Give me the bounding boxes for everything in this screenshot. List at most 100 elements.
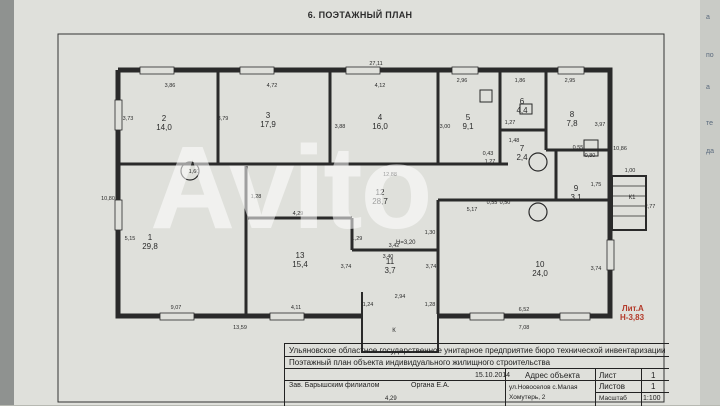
side-text-3: а [706,84,710,91]
side-text-5: да [706,148,714,155]
dimension-label: 1,00 [625,168,636,174]
porch-outline [361,175,647,353]
dimension-label: 1,27 [505,120,516,126]
dimension-label: 3,88 [335,124,346,130]
side-text-2: по [706,52,714,59]
dimension-label: 1,24 [363,302,374,308]
room-area: 17,9 [260,120,276,129]
dimension-label: 1,48 [509,138,520,144]
room-area: 29,8 [142,242,158,251]
room-area: 3,1 [570,193,582,202]
tb-person: Органа Е.А. [411,382,450,389]
room-number: 11 [386,257,395,266]
room-number: 10 [536,260,545,269]
dimension-label: 3,42 [389,243,400,249]
room-area: 3,7 [384,266,396,275]
room-number: 7 [520,144,525,153]
room-number: 9 [574,184,579,193]
side-text-4: те [706,120,714,127]
dimension-label: 0,80 [585,153,596,159]
dimension-label: 1,30 [425,230,436,236]
tb-vline [595,368,596,406]
tb-vline [641,368,642,406]
tb-address-header: Адрес объекта [525,371,580,380]
avito-watermark: Avito [150,122,433,254]
porch-label: К [392,328,396,334]
dimension-label: 9,07 [171,305,182,311]
dimension-label: 0,43 [483,151,494,157]
tb-line [285,368,669,369]
room-area: 28,7 [372,197,388,206]
room-number: 3 [266,111,271,120]
room-number: 2 [162,114,167,123]
dimension-label: 1,60 [189,169,200,175]
inner-walls [120,72,608,314]
dimension-label: 1,27 [485,159,496,165]
tb-line [285,380,669,381]
dimension-label: 10,80 [101,196,115,202]
room-number: 1 [148,233,153,242]
windows [114,66,615,321]
dimension-label: 4,72 [267,83,278,89]
room-number: 5 [466,113,471,122]
dimension-label: 5,15 [125,236,136,242]
lit-stamp-line1: Лит.А [622,304,644,313]
lit-stamp-line2: H-3,83 [620,313,645,322]
overall-dimension: 27,11 [369,61,382,67]
dimension-label: 12,88 [383,172,397,178]
dimension-label: 3,40 [383,254,394,260]
tb-scale-label: Масштаб [599,395,627,402]
dimension-label: 3,79 [218,116,229,122]
dimension-label: 3,74 [591,266,602,272]
tb-address-line1: ул.Новоселов с.Малая [509,384,578,391]
tb-line [285,356,669,357]
dimension-label: 6,52 [519,307,530,313]
room-area: 4,4 [516,106,528,115]
tb-sheet-label: Лист [599,371,617,380]
title-block: Ульяновское областное государственное ун… [284,343,669,406]
tb-sheets-value: 1 [651,382,656,391]
room-area: 7,8 [566,119,578,128]
dimension-label: 0,55 [487,200,498,206]
tb-small-number: 4,29 [385,396,397,402]
height-mark: H=3,20 [396,240,416,246]
side-text-1: а [706,14,710,21]
room-number: 13 [296,251,305,260]
dimension-label: 3,73 [123,116,134,122]
dimension-label: 3,97 [595,122,606,128]
room-number: 12 [376,188,385,197]
dimension-label: 3,74 [426,264,437,270]
dimension-label: 3,74 [341,264,352,270]
dimension-label: 0,55 [573,145,584,151]
room-area: 9,1 [462,122,474,131]
dimension-label: 5,17 [467,207,478,213]
dimension-label: 1,86 [515,78,526,84]
dimension-label: 10,86 [613,146,627,152]
page-edge-right [700,0,720,405]
dimension-label: 1,28 [425,302,436,308]
tb-role: Зав. Барышским филиалом [289,382,380,389]
tb-sheet-value: 1 [651,371,656,380]
dimension-label: 2,95 [565,78,576,84]
tb-date: 15.10.2014 [475,372,511,379]
tb-address-line2: Хомутерь, 2 [509,394,546,401]
tb-scale-value: 1:100 [643,395,661,402]
dimension-label: 2,96 [457,78,468,84]
stairs [612,185,646,217]
dimension-label: 4,12 [375,83,386,89]
page-edge-left [0,0,14,405]
dimension-label: 2,77 [645,204,656,210]
dimension-label: 13,59 [233,325,247,331]
dimension-label: 1,75 [591,182,602,188]
dimension-label: 0,50 [500,200,511,206]
dimension-label: 3,00 [440,124,451,130]
stoves [180,152,548,222]
room-area: 15,4 [292,260,308,269]
room-number: 8 [570,110,575,119]
dimension-label: 7,08 [519,325,530,331]
porch-label-2: К1 [629,195,636,201]
dimension-label: 1,28 [251,194,262,200]
tb-line [595,392,669,393]
room-area: 16,0 [372,122,388,131]
